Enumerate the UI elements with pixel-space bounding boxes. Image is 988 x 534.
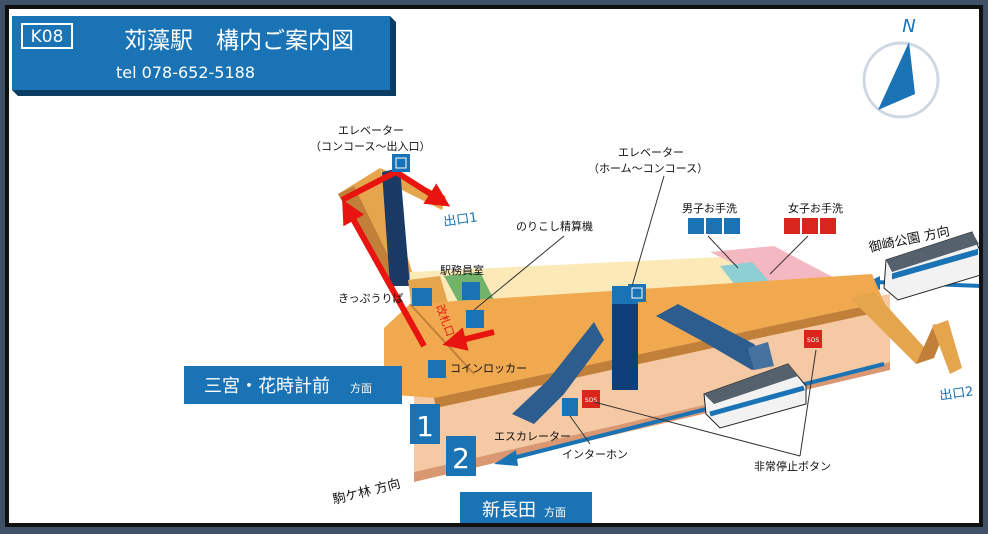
- station-code: K08: [31, 27, 64, 47]
- elevator1-label: エレベーター: [338, 124, 404, 137]
- platform2-number: 2: [452, 442, 470, 475]
- emergency-button-label: 非常停止ボタン: [754, 459, 831, 473]
- header-banner: K08 苅藻駅 構内ご案内図 tel 078-652-5188: [12, 16, 396, 96]
- elevator-icon: [392, 154, 410, 172]
- komagabayashi-direction-label: 駒ケ林 方向: [331, 476, 402, 508]
- escalator-label: エスカレーター: [494, 430, 571, 443]
- train-lower: [703, 363, 807, 429]
- ticket-machine-icon: [412, 288, 432, 306]
- elevator2-label: エレベーター: [618, 146, 684, 159]
- exit2-stairs: [850, 292, 962, 374]
- north-arrow-icon: [878, 42, 915, 110]
- womens-toilet-label: 女子お手洗: [788, 201, 843, 215]
- map-title: 苅藻駅 構内ご案内図: [124, 28, 354, 54]
- station-office-label: 駅務員室: [440, 263, 484, 277]
- platform1-banner: 三宮・花時計前 方面 1: [184, 366, 440, 444]
- compass-north-label: N: [902, 16, 915, 37]
- svg-text:SOS: SOS: [585, 397, 598, 404]
- womens-toilet-icon: [784, 218, 800, 234]
- coin-locker-label: コインロッカー: [450, 362, 527, 375]
- accessible-toilet-icon: [802, 218, 818, 234]
- elevator2-sublabel: （ホーム～コンコース）: [588, 162, 708, 175]
- elevator-icon: [628, 284, 646, 302]
- elevator1-sublabel: （コンコース～出入口）: [310, 139, 430, 153]
- escalators: [512, 304, 774, 424]
- ticket-area-label: きっぷうりば: [338, 292, 404, 305]
- station-code-box: [21, 23, 73, 49]
- station-map: K08 苅藻駅 構内ご案内図 tel 078-652-5188 N: [12, 16, 979, 523]
- baby-care-icon: [820, 218, 836, 234]
- sos-icon: SOS: [582, 390, 600, 408]
- platform1-number: 1: [416, 410, 434, 443]
- baby-care-icon: [724, 218, 740, 234]
- svg-text:方面: 方面: [544, 505, 566, 519]
- compass: N: [862, 16, 940, 119]
- mens-toilet-icon: [688, 218, 704, 234]
- svg-text:方面: 方面: [350, 381, 372, 395]
- svg-text:SOS: SOS: [807, 337, 820, 344]
- route-arrows: [340, 169, 495, 351]
- train-upper: [883, 231, 979, 301]
- exit1-label: 出口1: [442, 210, 478, 230]
- platform2-banner: 2 新長田 方面: [446, 436, 592, 523]
- leader-lines: [473, 175, 817, 457]
- staff-icon: [462, 282, 480, 300]
- mens-toilet-label: 男子お手洗: [682, 201, 737, 215]
- svg-text:三宮・花時計前: 三宮・花時計前: [204, 376, 330, 397]
- sos-icon: SOS: [804, 330, 822, 348]
- station-map-panel: K08 苅藻駅 構内ご案内図 tel 078-652-5188 N: [5, 5, 983, 527]
- phone-number: tel 078-652-5188: [116, 63, 255, 82]
- fare-adjust-label: のりこし精算機: [516, 219, 593, 233]
- locker-icon: [428, 360, 446, 378]
- intercom-label: インターホン: [562, 448, 628, 461]
- accessible-toilet-icon: [706, 218, 722, 234]
- intercom-icon: [562, 398, 578, 416]
- elevator-shaft-platform: [612, 290, 638, 390]
- exit2-label: 出口2: [938, 384, 974, 404]
- svg-text:新長田: 新長田: [482, 500, 536, 521]
- fare-adjust-icon: [466, 310, 484, 328]
